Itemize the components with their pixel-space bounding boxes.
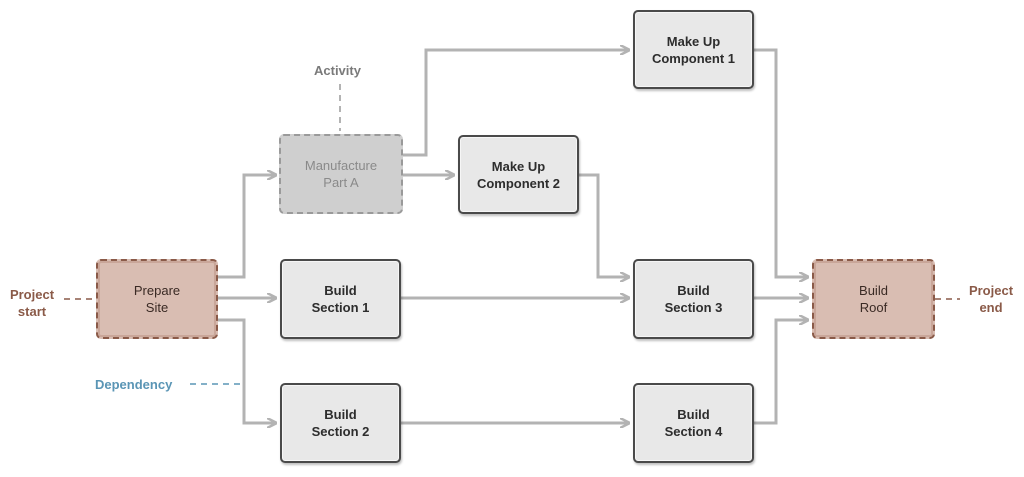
node-build-section-4-label: Build Section 4 [664, 407, 723, 439]
arrow-prepare-to-section-2 [217, 318, 276, 423]
activity-label: Activity [314, 63, 361, 78]
project-end-label: Project end [968, 283, 1014, 315]
arrow-component-2-to-section-3 [579, 173, 629, 277]
node-build-roof-label: Build Roof [859, 283, 888, 315]
node-make-up-component-2-label: Make Up Component 2 [476, 158, 561, 191]
arrow-prepare-to-manufacture [217, 175, 276, 279]
node-prepare-site-label: Prepare Site [133, 283, 181, 315]
node-build-section-4: Build Section 4 [633, 383, 754, 463]
node-make-up-component-1-label: Make Up Component 1 [651, 33, 736, 66]
arrow-component-1-to-roof [753, 48, 808, 277]
node-make-up-component-2: Make Up Component 2 [458, 135, 579, 214]
node-make-up-component-1: Make Up Component 1 [633, 10, 754, 89]
node-manufacture-part-a: Manufacture Part A [279, 134, 403, 214]
node-build-section-1-label: Build Section 1 [311, 283, 370, 315]
node-build-section-1: Build Section 1 [280, 259, 401, 339]
node-build-section-3: Build Section 3 [633, 259, 754, 339]
arrow-manufacture-to-component-1 [403, 50, 629, 157]
node-build-section-2: Build Section 2 [280, 383, 401, 463]
node-prepare-site: Prepare Site [96, 259, 218, 339]
project-start-label: Project start [9, 287, 55, 319]
arrow-section-4-to-roof [753, 320, 808, 425]
node-manufacture-part-a-label: Manufacture Part A [304, 158, 378, 190]
dependency-label: Dependency [95, 377, 173, 392]
node-build-section-2-label: Build Section 2 [311, 407, 370, 439]
node-build-roof: Build Roof [812, 259, 935, 339]
node-build-section-3-label: Build Section 3 [664, 283, 723, 315]
